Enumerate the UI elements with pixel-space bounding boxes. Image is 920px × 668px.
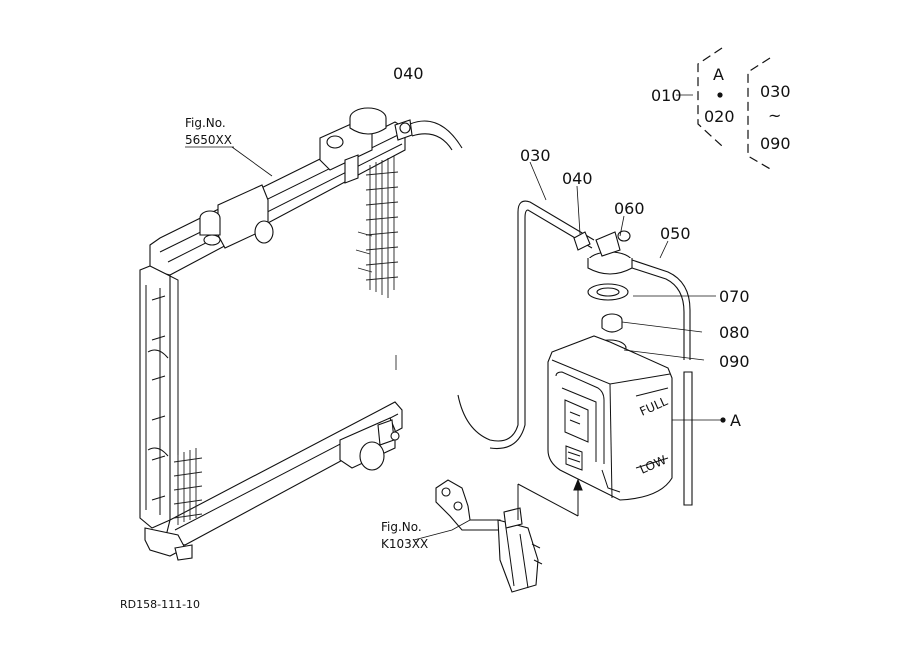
part-label-040: 040: [562, 169, 593, 188]
ref-a-label: A: [730, 411, 741, 430]
part-label-080: 080: [719, 323, 750, 342]
fig-5650-line2: 5650XX: [185, 133, 232, 147]
fittings: [573, 230, 633, 357]
legend-group-a-top: A: [713, 65, 724, 84]
labels: 040 Fig.No. 5650XX 030 040 060 050 070 0…: [120, 64, 791, 611]
part-label-030: 030: [520, 146, 551, 165]
part-label-090: 090: [719, 352, 750, 371]
overflow-hose: [457, 200, 595, 450]
reserve-tank: FULL LOW: [547, 335, 673, 501]
legend-range-bottom: 090: [760, 134, 791, 153]
legend-a-dot: [717, 92, 723, 98]
part-label-060: 060: [614, 199, 645, 218]
legend: [697, 47, 773, 171]
ref-a-dot: [720, 417, 726, 423]
leader-lines: [231, 94, 726, 541]
part-label-070: 070: [719, 287, 750, 306]
vent-hose: [631, 259, 693, 506]
legend-group-a-bottom: 020: [704, 107, 735, 126]
legend-range-top: 030: [760, 82, 791, 101]
tank-bracket: [435, 478, 583, 593]
radiator: [139, 107, 463, 561]
part-label-050: 050: [660, 224, 691, 243]
part-label-040-top: 040: [393, 64, 424, 83]
fig-k103-line2: K103XX: [381, 537, 428, 551]
drawing-code: RD158-111-10: [120, 598, 200, 611]
fig-5650-line1: Fig.No.: [185, 116, 226, 130]
fig-k103-line1: Fig.No.: [381, 520, 422, 534]
legend-item-010: 010: [651, 86, 682, 105]
legend-range-sep: ~: [768, 106, 781, 125]
